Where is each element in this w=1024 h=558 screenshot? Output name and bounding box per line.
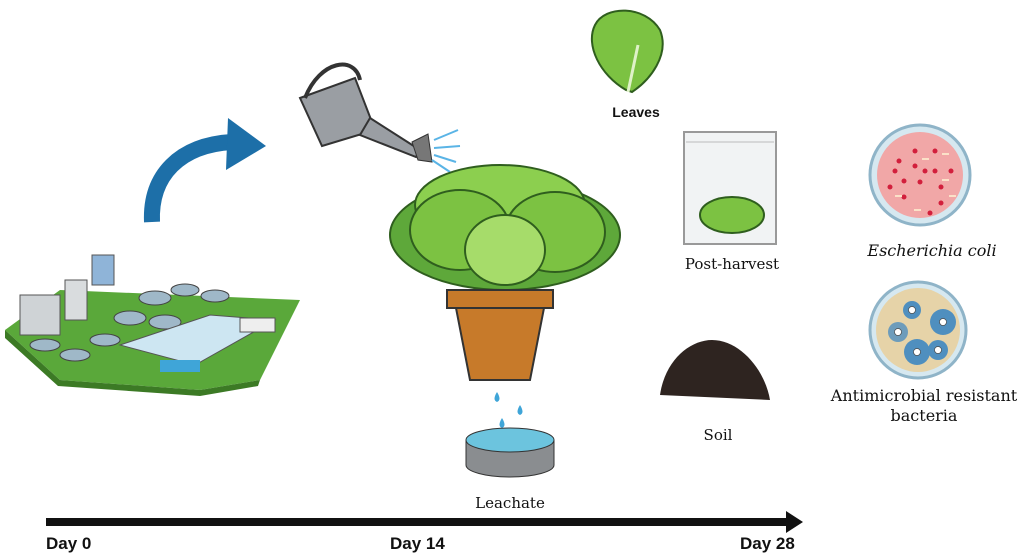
amr-label-line2: bacteria: [890, 406, 958, 425]
water-drops-icon: [494, 392, 523, 428]
curved-arrow-icon: [143, 118, 266, 223]
timeline-day-28: Day 28: [740, 534, 795, 553]
timeline-day-0: Day 0: [46, 534, 92, 553]
leachate-label: Leachate: [475, 494, 545, 512]
timeline-day-14: Day 14: [390, 534, 445, 553]
leaves-label: Leaves: [612, 104, 660, 120]
soil-pile-icon: [660, 340, 770, 400]
watering-can-icon: [298, 62, 461, 173]
lettuce-leaf-icon: [590, 9, 664, 94]
wastewater-treatment-plant-icon: [5, 254, 300, 396]
timeline-arrow: [46, 511, 803, 533]
amr-petri-dish-icon: [868, 280, 968, 380]
lettuce-plant-icon: [389, 164, 621, 291]
ecoli-label: Escherichia coli: [867, 241, 997, 260]
post-harvest-bag-icon: [683, 131, 777, 245]
plant-pot-icon: [446, 289, 554, 381]
amr-label: Antimicrobial resistant bacteria: [831, 386, 1017, 426]
soil-label: Soil: [703, 426, 733, 444]
amr-label-line1: Antimicrobial resistant: [830, 386, 1018, 405]
leachate-dish-icon: [465, 427, 555, 478]
ecoli-petri-dish-icon: [868, 123, 972, 227]
post-harvest-label: Post-harvest: [684, 255, 780, 273]
